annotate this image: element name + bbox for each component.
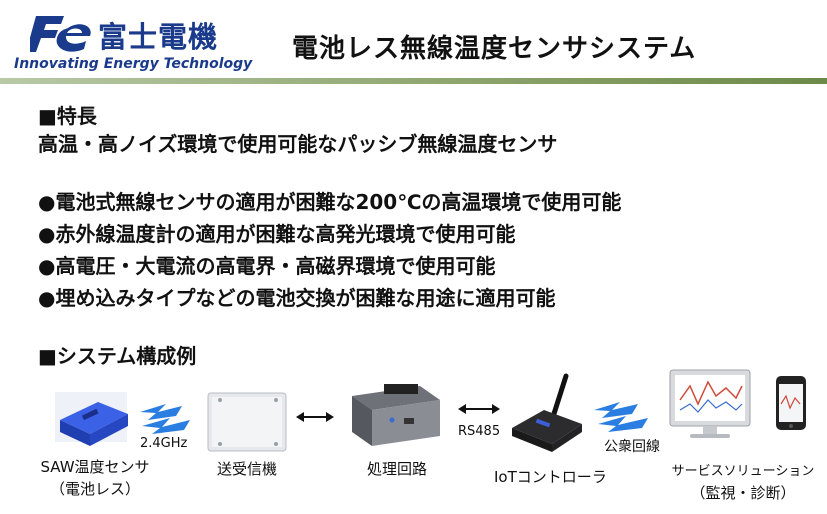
controller-label: IoTコントローラ xyxy=(494,468,607,486)
service-sublabel: （監視・診断） xyxy=(690,484,796,502)
feature-bullet: ●埋め込みタイプなどの電池交換が困難な用途に適用可能 xyxy=(38,286,556,310)
bidirectional-arrow-icon xyxy=(458,404,500,414)
bidirectional-arrow-icon xyxy=(296,412,334,422)
fuji-electric-logo xyxy=(30,16,91,52)
company-tagline: Innovating Energy Technology xyxy=(14,56,253,72)
smartphone-image xyxy=(776,376,806,430)
monitor-image xyxy=(669,369,751,438)
serial-link-label: RS485 xyxy=(458,424,501,439)
system-heading: ■システム構成例 xyxy=(38,344,197,368)
wireless-wave-icon xyxy=(594,402,648,432)
saw-sensor-image xyxy=(55,392,128,446)
wireless-link-label: 2.4GHz xyxy=(140,436,188,451)
processor-label: 処理回路 xyxy=(366,460,427,478)
feature-bullet: ●赤外線温度計の適用が困難な高発光環境で使用可能 xyxy=(38,222,516,246)
sensor-sublabel: （電池レス） xyxy=(49,480,140,498)
transceiver-label: 送受信機 xyxy=(216,460,277,478)
service-label: サービスソリューション xyxy=(671,464,815,479)
sensor-label: SAW温度センサ xyxy=(40,458,150,476)
network-link-label: 公衆回線 xyxy=(604,439,660,455)
feature-bullet: ●高電圧・大電流の高電界・高磁界環境で使用可能 xyxy=(38,254,496,278)
header-divider xyxy=(0,78,827,84)
transceiver-image xyxy=(207,392,287,452)
features-heading: ■特長 xyxy=(38,104,97,128)
features-summary: 高温・高ノイズ環境で使用可能なパッシブ無線温度センサ xyxy=(38,132,558,156)
wireless-wave-icon xyxy=(140,404,190,434)
processing-circuit-image xyxy=(352,384,440,446)
iot-controller-image xyxy=(512,373,582,452)
feature-bullet: ●電池式無線センサの適用が困難な200℃の高温環境で使用可能 xyxy=(38,190,622,214)
company-name: 富士電機 xyxy=(98,20,219,54)
slide-title: 電池レス無線温度センサシステム xyxy=(292,34,697,64)
system-diagram xyxy=(55,369,806,452)
